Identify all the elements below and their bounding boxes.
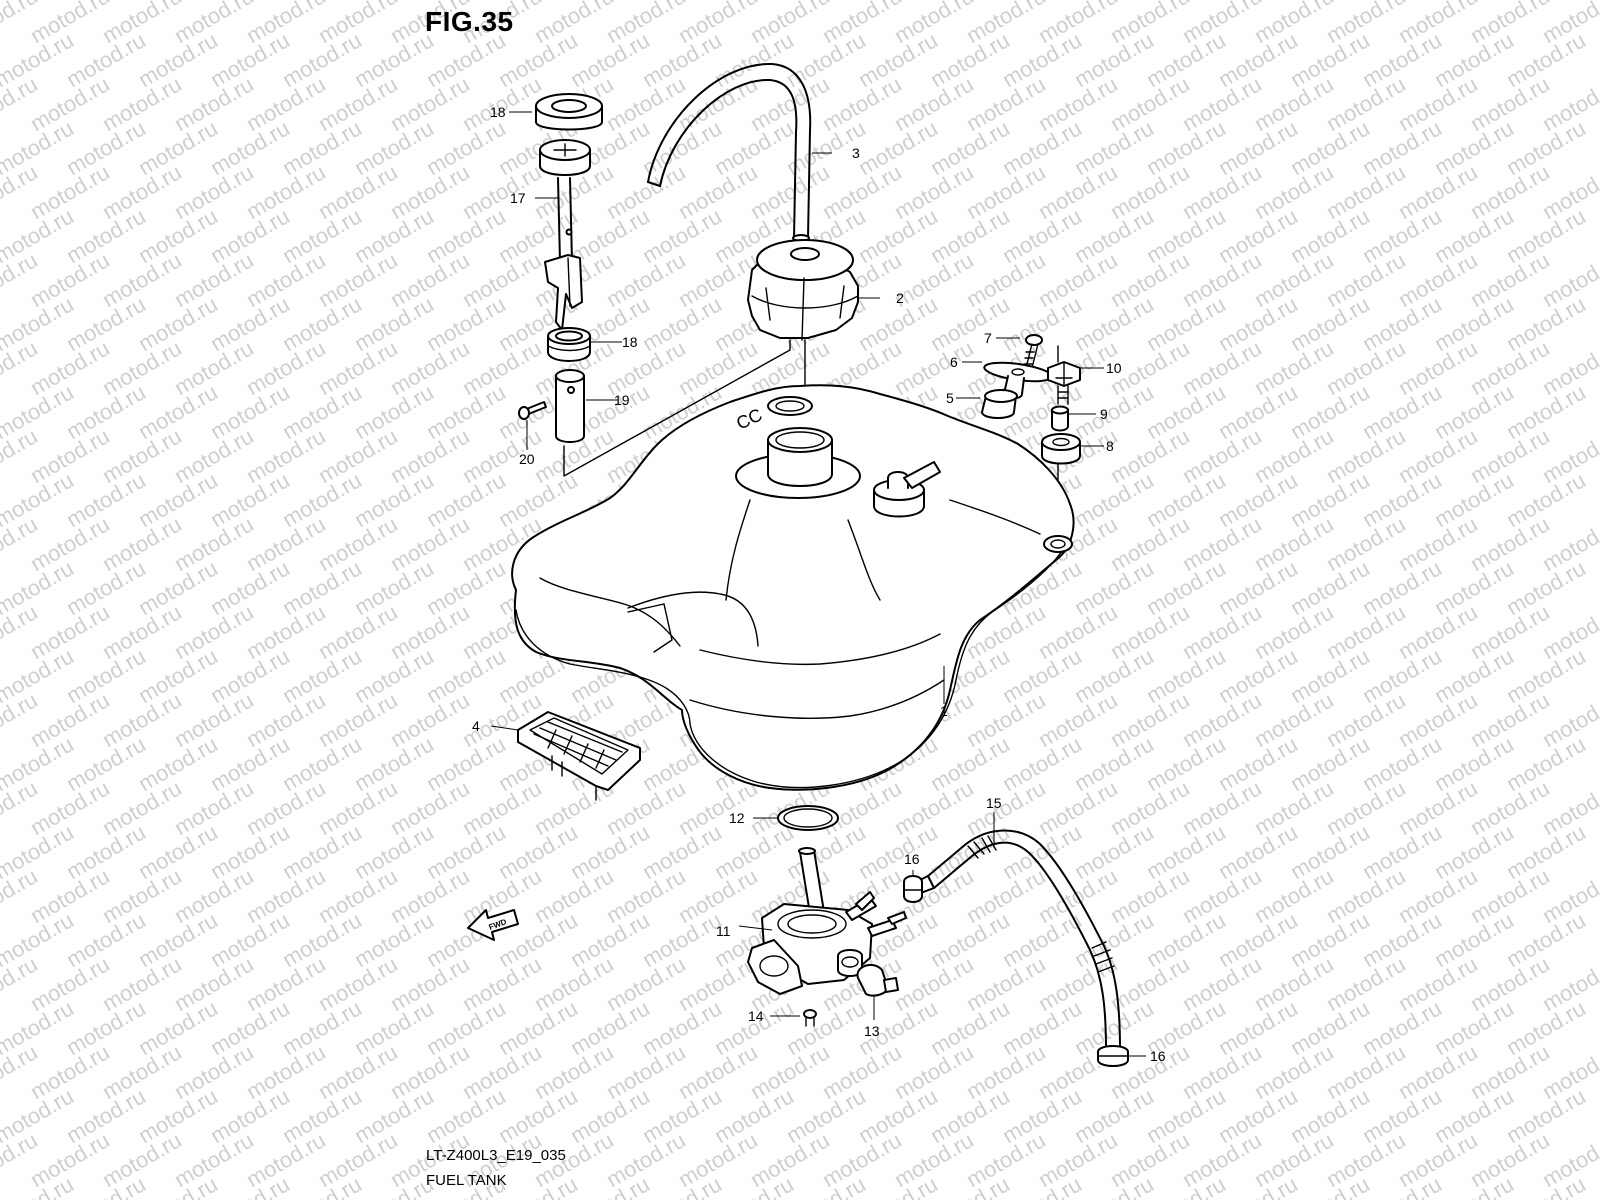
callout-3: 3 [852,145,860,161]
callout-leaders [490,111,1146,1057]
cushion-5 [981,389,1018,419]
callout-18: 18 [622,334,638,350]
fuel-cap [747,239,859,341]
figure-name: FUEL TANK [426,1172,507,1189]
screw-14 [803,1009,817,1027]
figure-code: LT-Z400L3_E19_035 [426,1147,566,1164]
fwd-direction-indicator: FWD [467,909,519,941]
callout-14: 14 [748,1008,764,1024]
callout-2: 2 [896,290,904,306]
callout-labels: 18 17 3 2 18 19 20 7 6 5 10 9 8 1 4 12 1… [472,104,1166,1064]
fuel-tank [511,384,1075,791]
callout-10: 10 [1106,360,1122,376]
fuel-gauge [539,139,591,331]
tank-bracket [517,711,641,801]
breather-hose [647,62,812,242]
callout-16-lower: 16 [1150,1048,1166,1064]
bolt-10 [1047,361,1081,405]
callout-9: 9 [1100,406,1108,422]
gauge-grommet [547,327,591,362]
callout-1: 1 [940,703,948,719]
callout-7: 7 [984,330,992,346]
callout-19: 18 [490,104,506,120]
callout-15: 15 [986,795,1002,811]
callout-5: 5 [946,390,954,406]
callout-4: 4 [472,718,480,734]
callout-21: 20 [519,451,535,467]
o-ring [777,805,839,831]
fuel-valve [747,847,907,995]
screw-21 [518,401,547,420]
spacer-9 [1051,405,1069,432]
callout-6: 6 [950,354,958,370]
callout-17: 17 [510,190,526,206]
valve-knob [856,963,899,997]
plate-6 [983,361,1053,400]
clamp-upper [903,875,923,903]
callout-8: 8 [1106,438,1114,454]
arrow-left-icon [467,909,519,941]
callout-20: 19 [614,392,630,408]
callout-12: 12 [729,810,745,826]
callout-13: 13 [864,1023,880,1039]
figure-title: FIG.35 [425,6,514,37]
callout-16-upper: 16 [904,851,920,867]
cushion-8 [1041,433,1081,465]
callout-11: 11 [716,923,731,939]
gauge-cap [535,93,603,131]
gauge-holder [555,369,585,443]
fuel-hose [911,829,1121,1051]
screw-7 [1022,334,1043,377]
clamp-lower [1097,1045,1129,1067]
